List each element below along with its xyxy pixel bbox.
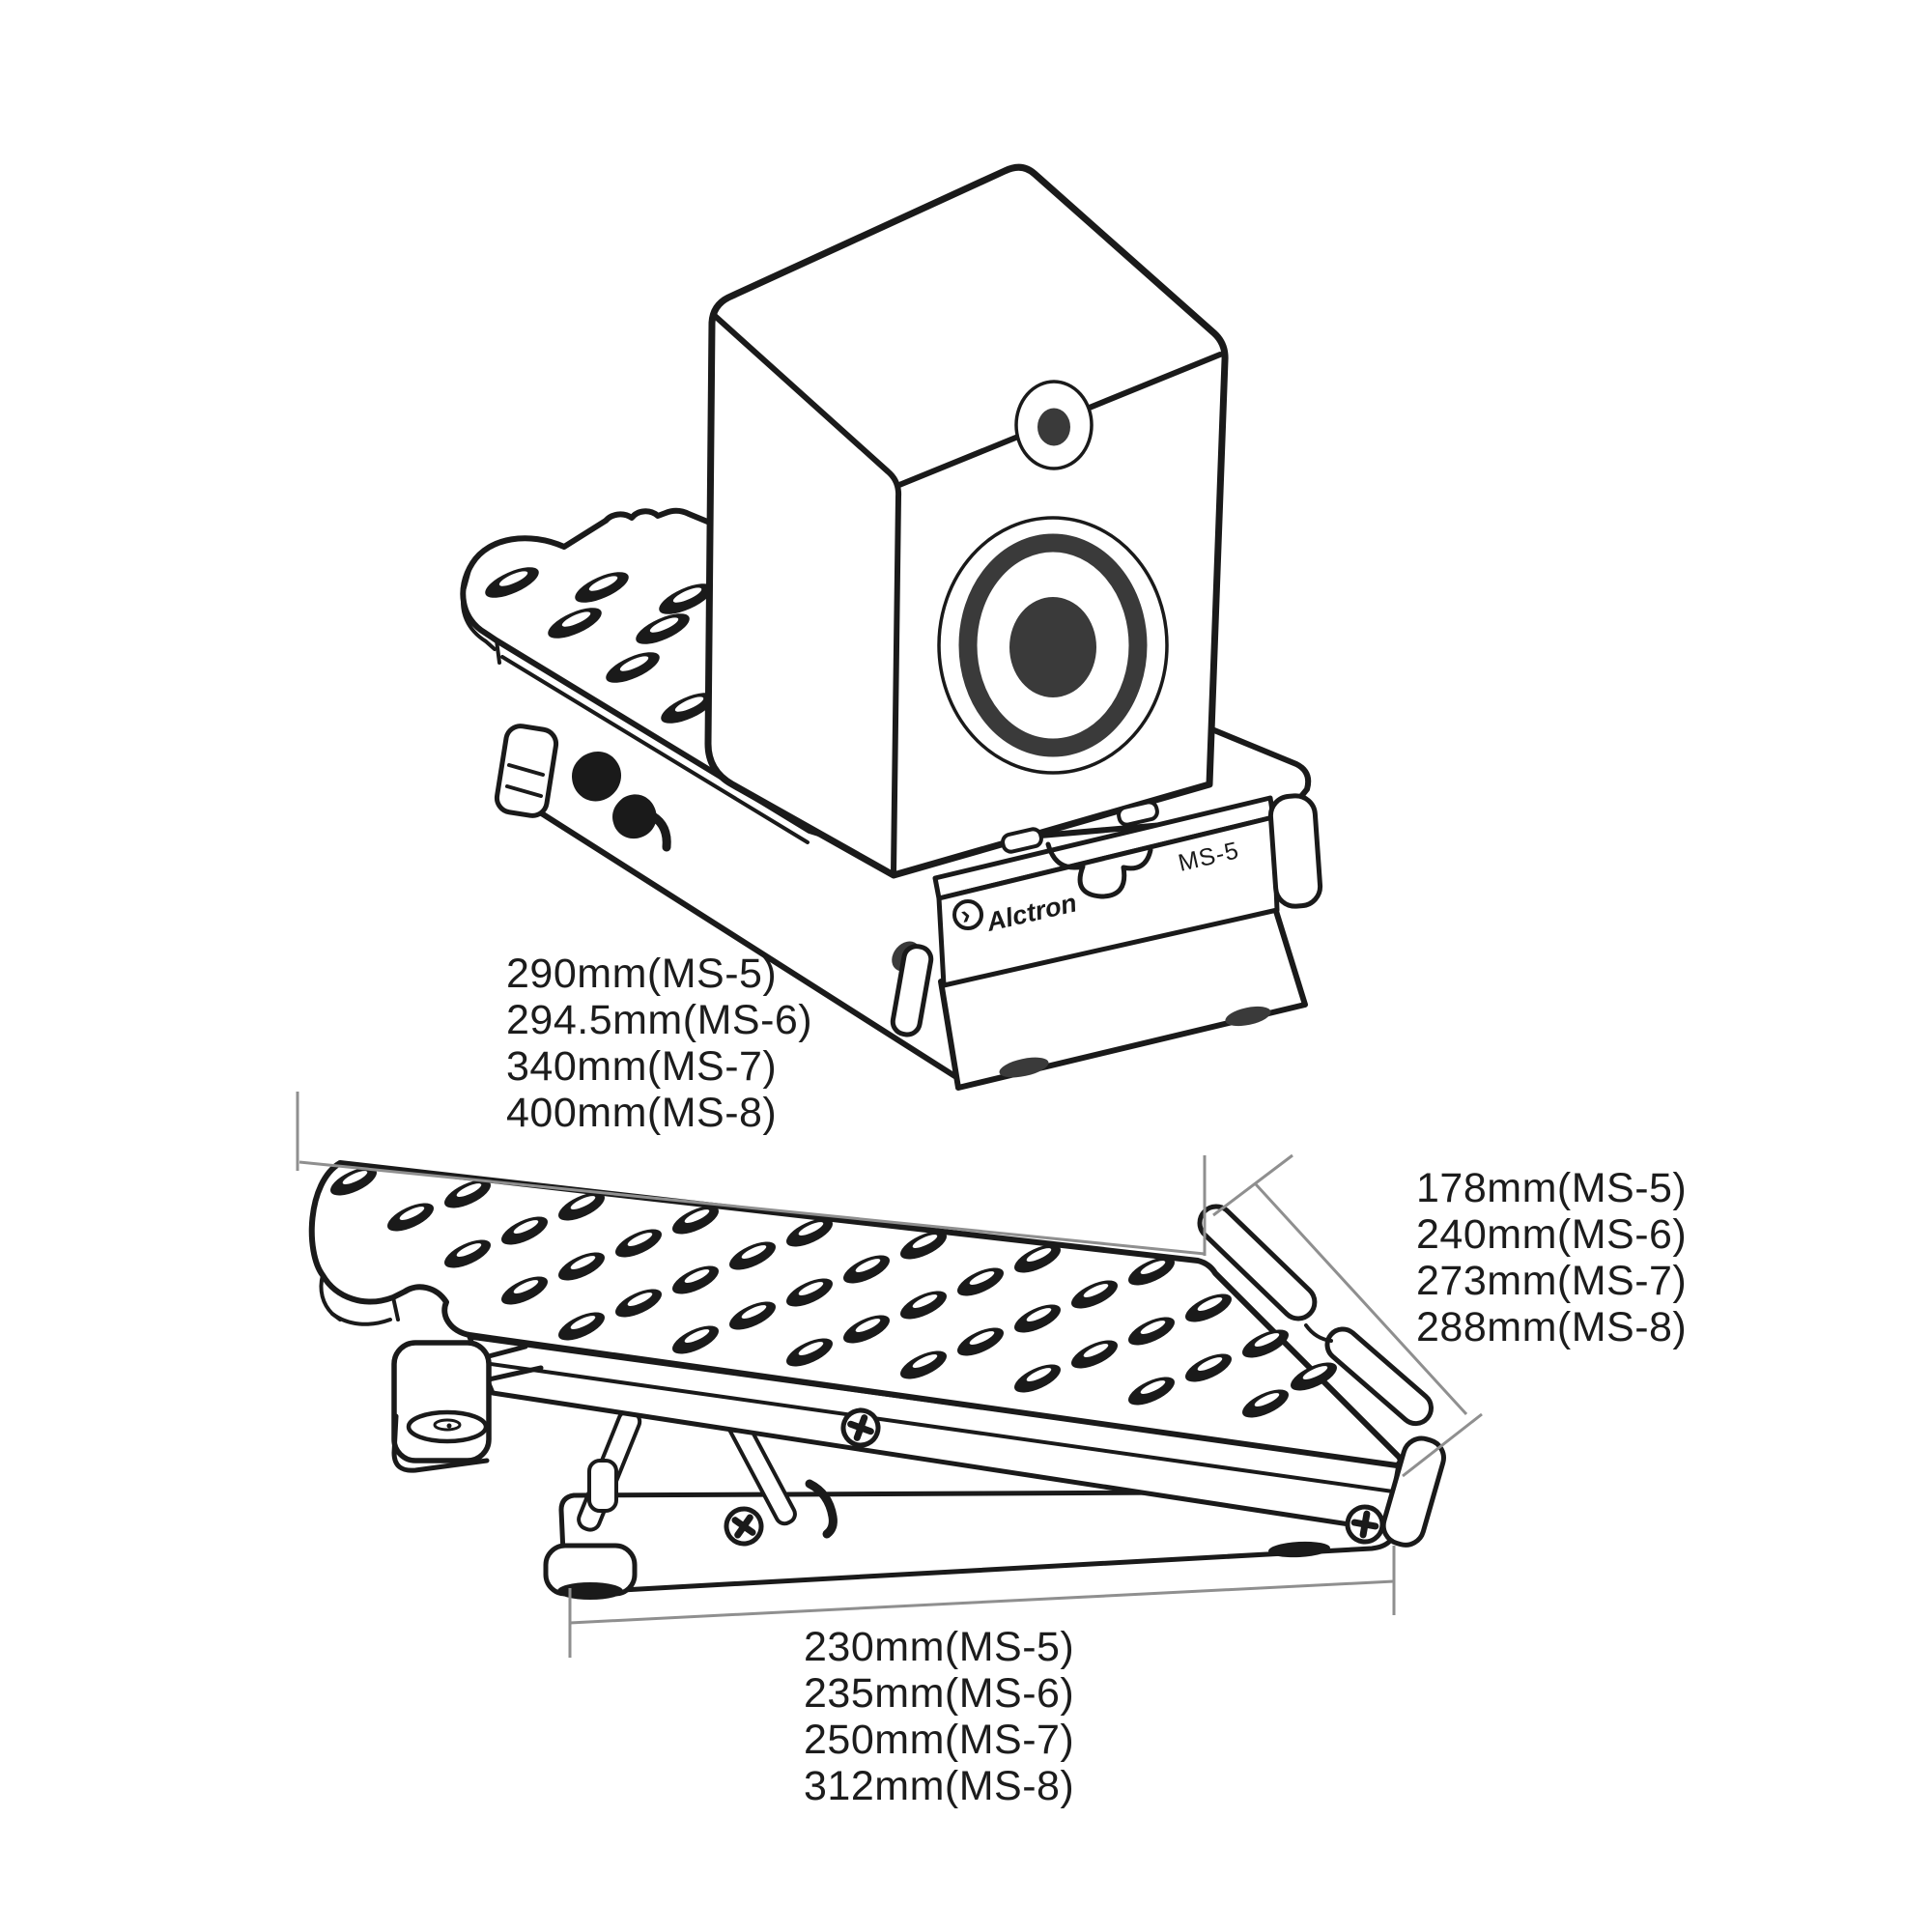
length-dimension-labels: 290mm(MS-5) 294.5mm(MS-6) 340mm(MS-7) 40… [506,951,812,1136]
alctron-logo-icon: › [952,899,983,930]
studio-monitor-speaker [704,163,1229,879]
dimension-label: 400mm(MS-8) [506,1090,778,1136]
side-view-stand-illustration [308,1160,1446,1600]
dimension-label: 340mm(MS-7) [506,1043,778,1090]
dimension-label: 290mm(MS-5) [506,951,778,997]
dimension-label: 250mm(MS-7) [804,1717,1075,1763]
adjustment-knob [572,752,622,802]
rail-end-cap [1267,793,1323,909]
dimension-label: 178mm(MS-5) [1416,1165,1688,1211]
rail-end-plate [1380,1435,1446,1548]
side-stand-plate [308,1160,1404,1468]
base-dimension-labels: 230mm(MS-5) 235mm(MS-6) 250mm(MS-7) 312m… [804,1624,1074,1809]
width-dimension-line [1212,1153,1483,1478]
hinge-pin [890,944,934,1037]
dimension-label: 235mm(MS-6) [804,1670,1075,1717]
dimension-lines [296,1092,1483,1658]
top-stand-wedge-support [494,724,959,1080]
dimension-label: 230mm(MS-5) [804,1624,1075,1670]
dimension-label: 273mm(MS-7) [1416,1258,1688,1304]
base-right-foot [1268,1541,1330,1558]
dimension-label: 288mm(MS-8) [1416,1304,1688,1350]
top-stand-front-rail: › Alctron MS-5 [890,793,1323,1037]
isometric-speaker-on-stand-illustration: › Alctron MS-5 [460,163,1323,1091]
adjustment-lever [612,794,657,839]
dimension-label: 312mm(MS-8) [804,1763,1075,1809]
side-hinge-bracket [391,1340,544,1473]
speaker-cabinet [704,163,1229,879]
side-stand-base [543,1489,1397,1600]
back-stop-rails [1197,1204,1446,1548]
speaker-tweeter [1014,380,1094,470]
width-dimension-labels: 178mm(MS-5) 240mm(MS-6) 273mm(MS-7) 288m… [1416,1165,1687,1350]
speaker-woofer [937,516,1169,775]
dimension-label: 294.5mm(MS-6) [506,997,813,1043]
dimension-label: 240mm(MS-6) [1416,1211,1688,1258]
base-dimension-line [568,1546,1396,1658]
length-dimension-line [296,1092,1207,1256]
